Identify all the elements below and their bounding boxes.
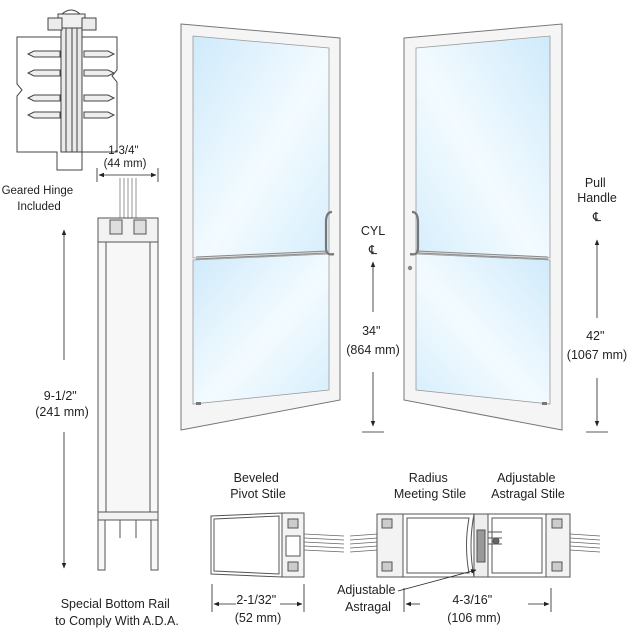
- pull-handle-label: Pull Handle: [577, 176, 617, 205]
- cylinder-lock: [407, 265, 413, 271]
- bottom-rail-height-label: 9-1/2" (241 mm): [35, 389, 88, 419]
- beveled-pivot-stile-section: [210, 512, 305, 578]
- right-door: [403, 23, 563, 431]
- pull-height-label: 42" (1067 mm): [567, 329, 627, 362]
- beveled-pivot-label: Beveled Pivot Stile: [230, 471, 286, 501]
- meeting-stile-section: [376, 513, 571, 578]
- bottom-rail-section: [97, 217, 159, 571]
- pull-handle-right: [409, 210, 420, 256]
- adjustable-astragal-label: Adjustable Astragal: [337, 583, 399, 614]
- pull-handle-left: [324, 210, 335, 256]
- meeting-width-label: 4-3/16" (106 mm): [447, 593, 500, 625]
- geared-hinge-label: Geared Hinge Included: [2, 185, 77, 213]
- pivot-width-label: 2-1/32" (52 mm): [235, 593, 282, 625]
- adjustable-astragal-stile-label: Adjustable Astragal Stile: [491, 471, 565, 501]
- bottom-rail-note: Special Bottom Rail to Comply With A.D.A…: [55, 597, 179, 628]
- hinge-width-label: 1-3/4" (44 mm): [104, 145, 147, 170]
- geared-hinge-detail: [16, 9, 118, 171]
- cyl-centerline: ℄: [368, 243, 378, 257]
- left-door: [180, 23, 341, 431]
- radius-meeting-label: Radius Meeting Stile: [394, 471, 466, 501]
- cyl-label: CYL: [361, 224, 385, 238]
- astragal-leader: [397, 569, 477, 592]
- pull-centerline: ℄: [592, 210, 602, 224]
- cyl-height-label: 34" (864 mm): [346, 324, 399, 357]
